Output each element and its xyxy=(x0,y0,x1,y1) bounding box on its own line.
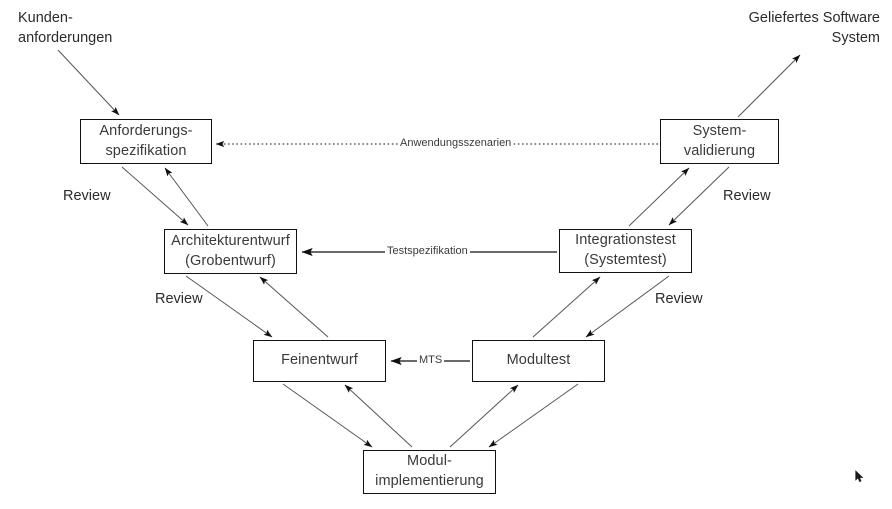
node-feinentwurf[interactable]: Feinentwurf xyxy=(253,340,386,382)
review-right-upper: Review xyxy=(723,188,771,204)
mouse-cursor-icon xyxy=(855,470,864,483)
node-anforderungsspezifikation[interactable]: Anforderungs- spezifikation xyxy=(80,119,212,164)
review-left-lower: Review xyxy=(155,291,203,307)
review-right-lower: Review xyxy=(655,291,703,307)
geliefertes-software-system-line2: System xyxy=(831,30,880,46)
node-systemvalidierung[interactable]: System- validierung xyxy=(660,119,779,164)
edge-label-testspezifikation: Testspezifikation xyxy=(385,245,470,259)
node-modulimplementierung-line1: Modul- xyxy=(407,453,452,470)
node-modulimplementierung[interactable]: Modul- implementierung xyxy=(363,450,496,494)
node-anforderungsspezifikation-line2: spezifikation xyxy=(105,142,187,159)
node-integrationstest-line2: (Systemtest) xyxy=(584,252,667,268)
kundenanforderungen-line2: anforderungen xyxy=(18,30,113,46)
label-geliefertes-software-system: Geliefertes Software System xyxy=(749,8,880,48)
edge-architekturentwurf-to-feinentwurf xyxy=(185,275,273,338)
node-feinentwurf-line1: Feinentwurf xyxy=(281,352,358,369)
edge-systemvalidierung-to-integrationstest xyxy=(668,166,730,226)
geliefertes-software-system-line1: Geliefertes Software xyxy=(748,10,880,26)
label-kundenanforderungen: Kunden- anforderungen xyxy=(18,8,112,48)
node-modultest-line1: Modultest xyxy=(506,352,571,369)
edge-integrationstest-to-modultest xyxy=(585,275,670,338)
edge-systemvalidierung-to-output xyxy=(737,54,801,118)
node-systemvalidierung-line2: validierung xyxy=(683,142,756,159)
node-integrationstest[interactable]: Integrationstest (Systemtest) xyxy=(559,229,692,273)
edge-modultest-to-integrationstest xyxy=(532,276,601,338)
node-architekturentwurf-line1: Architekturentwurf xyxy=(171,232,290,249)
edge-integrationstest-to-systemvalidierung xyxy=(628,167,690,227)
edge-anforderungsspezifikation-to-architekturentwurf xyxy=(121,166,189,226)
node-systemvalidierung-line1: System- xyxy=(692,122,747,139)
edge-modulimplementierung-to-feinentwurf xyxy=(344,384,413,448)
node-anforderungsspezifikation-line1: Anforderungs- xyxy=(99,122,193,139)
node-integrationstest-line1: Integrationstest xyxy=(575,232,676,249)
node-architekturentwurf-line2: (Grobentwurf) xyxy=(185,252,276,269)
edge-architekturentwurf-to-anforderungsspezifikation xyxy=(164,167,209,227)
node-modulimplementierung-line2: implementierung xyxy=(375,473,484,489)
kundenanforderungen-line1: Kunden- xyxy=(18,10,73,26)
edge-feinentwurf-to-architekturentwurf xyxy=(259,276,329,338)
edge-label-anwendungsszenarien: Anwendungsszenarien xyxy=(398,137,514,151)
node-architekturentwurf[interactable]: Architekturentwurf (Grobentwurf) xyxy=(164,229,297,274)
edge-label-mts: MTS xyxy=(417,354,445,368)
edge-input-to-anforderungsspezifikation xyxy=(57,49,120,116)
node-modultest[interactable]: Modultest xyxy=(472,340,605,382)
review-left-upper: Review xyxy=(63,188,111,204)
edge-feinentwurf-to-modulimplementierung xyxy=(282,383,373,448)
edge-modulimplementierung-to-modultest xyxy=(449,384,519,448)
edge-modultest-to-modulimplementierung xyxy=(488,383,579,448)
